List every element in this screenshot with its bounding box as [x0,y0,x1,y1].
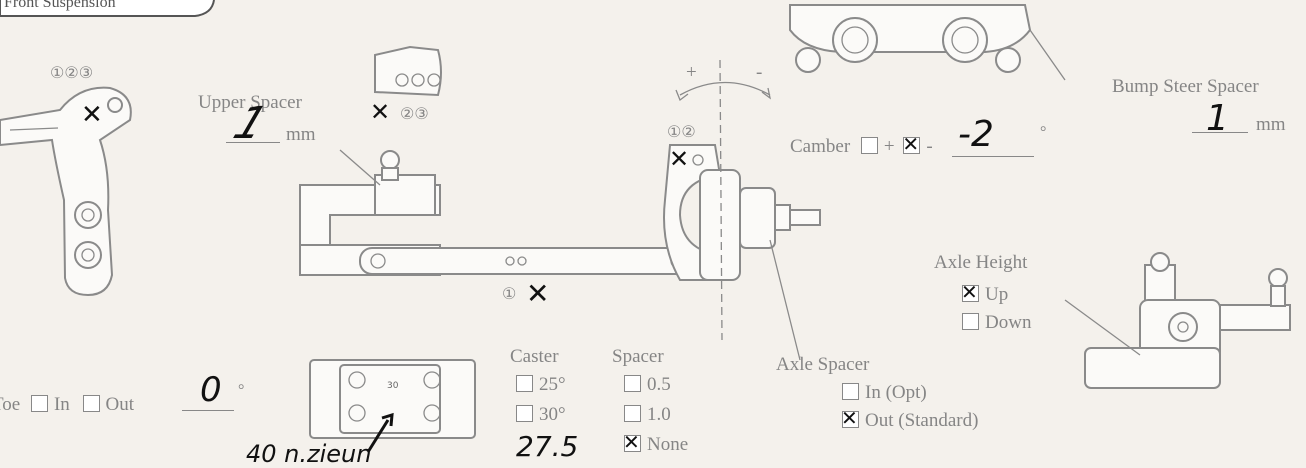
camber-plus-label: + [883,136,895,157]
toe-in-checkbox[interactable] [30,395,48,412]
toe-line [182,410,234,411]
camber-plus-checkbox[interactable] [860,137,878,154]
bump-steer-line [1192,132,1248,133]
spacer-05-checkbox[interactable] [624,375,641,392]
page-title: Front Suspension [4,0,116,11]
suspension-assembly-drawing [299,59,821,361]
camber-row: Camber + - [790,132,933,158]
toe-value[interactable]: 0 [200,370,222,410]
camber-link-2[interactable]: ② [681,124,696,141]
spacer-none-checkbox[interactable] [623,430,641,454]
spacer-label: Spacer [612,346,664,367]
suspension-drawings [0,0,1291,453]
bump-steer-label: Bump Steer Spacer [1112,76,1259,97]
toe-out-checkbox[interactable] [82,395,100,412]
camber-arc-plus: + [686,62,697,83]
caster-30-checkbox[interactable] [516,405,533,422]
camber-label: Camber [790,136,851,157]
caster-25-label: 25° [539,374,566,395]
axle-height-up-checkbox[interactable] [961,280,979,304]
spacer-10-checkbox[interactable] [624,405,641,422]
camber-link-1[interactable]: ① [667,124,682,141]
spacer-none-label: None [647,434,689,455]
axle-height-down: Down [962,312,1031,334]
caster-block-drawing [309,359,476,453]
axle-spacer-out: Out (Standard) [841,406,979,432]
caster-30-label: 30° [539,404,566,425]
lower-arm-hole-1[interactable]: ① [502,286,517,303]
camber-arc-minus: - [756,62,763,83]
arm-hole-labels: ①②③ [50,63,93,83]
camber-minus-checkbox[interactable] [902,132,921,156]
axle-height-up-label: Up [985,284,1009,305]
axle-spacer-out-checkbox[interactable] [841,406,859,430]
axle-spacer-in: In (Opt) [842,382,927,404]
upper-mount-drawing [374,45,442,97]
axle-spacer-out-label: Out (Standard) [865,410,979,431]
toe-unit: ° [238,382,245,399]
upper-position-2[interactable]: ② [400,106,415,123]
axle-spacer-in-label: In (Opt) [865,382,927,403]
caster-block-note: 40 n.zieun [246,440,372,468]
arm-hole-3[interactable]: ③ [78,65,94,82]
caster-25: 25° [516,374,566,396]
axle-height-up: Up [961,280,1009,306]
camber-value[interactable]: -2 [958,114,994,155]
axle-height-down-label: Down [985,312,1032,333]
spacer-10-label: 1.0 [647,404,671,425]
toe-label: Toe [0,394,21,415]
bump-steer-drawing [789,4,1066,81]
spacer-none: None [623,430,689,456]
arm-hole-2[interactable]: ② [64,65,79,82]
toe-row: Toe In Out [0,394,134,416]
header-tab [0,0,215,17]
upper-position-3[interactable]: ③ [414,106,429,123]
axle-height-drawing [1064,252,1291,389]
bump-steer-value[interactable]: 1 [1206,98,1229,139]
camber-link-mark: ✕ [669,145,690,173]
upper-spacer-label: Upper Spacer [198,92,302,113]
bump-steer-unit: mm [1256,114,1286,135]
spacer-10: 1.0 [624,404,671,426]
axle-height-down-checkbox[interactable] [962,313,979,330]
toe-out-label: Out [105,394,135,415]
caster-30: 30° [516,404,566,426]
camber-minus-label: - [926,136,933,157]
upper-position-labels: ②③ [400,104,429,124]
toe-in-label: In [53,394,70,415]
axle-spacer-label: Axle Spacer [776,354,870,375]
camber-link-labels: ①② [667,122,696,142]
spacer-05: 0.5 [624,374,671,396]
caster-25-checkbox[interactable] [516,375,533,392]
upper-position-mark: ✕ [370,98,391,126]
camber-line [952,156,1034,157]
spacer-05-label: 0.5 [647,374,671,395]
arm-hole-mark: ✕ [81,100,103,130]
upper-spacer-unit: mm [286,124,316,145]
axle-spacer-in-checkbox[interactable] [842,383,859,400]
arm-hole-1[interactable]: ① [50,65,65,82]
camber-unit: ° [1040,124,1047,141]
steering-arm-drawing [0,86,132,297]
upper-spacer-line [226,142,280,143]
axle-height-label: Axle Height [934,252,1028,273]
caster-block-center-label: 30 [387,381,399,391]
lower-arm-mark: ✕ [526,277,550,310]
caster-note[interactable]: 27.5 [516,430,579,463]
caster-label: Caster [510,346,559,367]
